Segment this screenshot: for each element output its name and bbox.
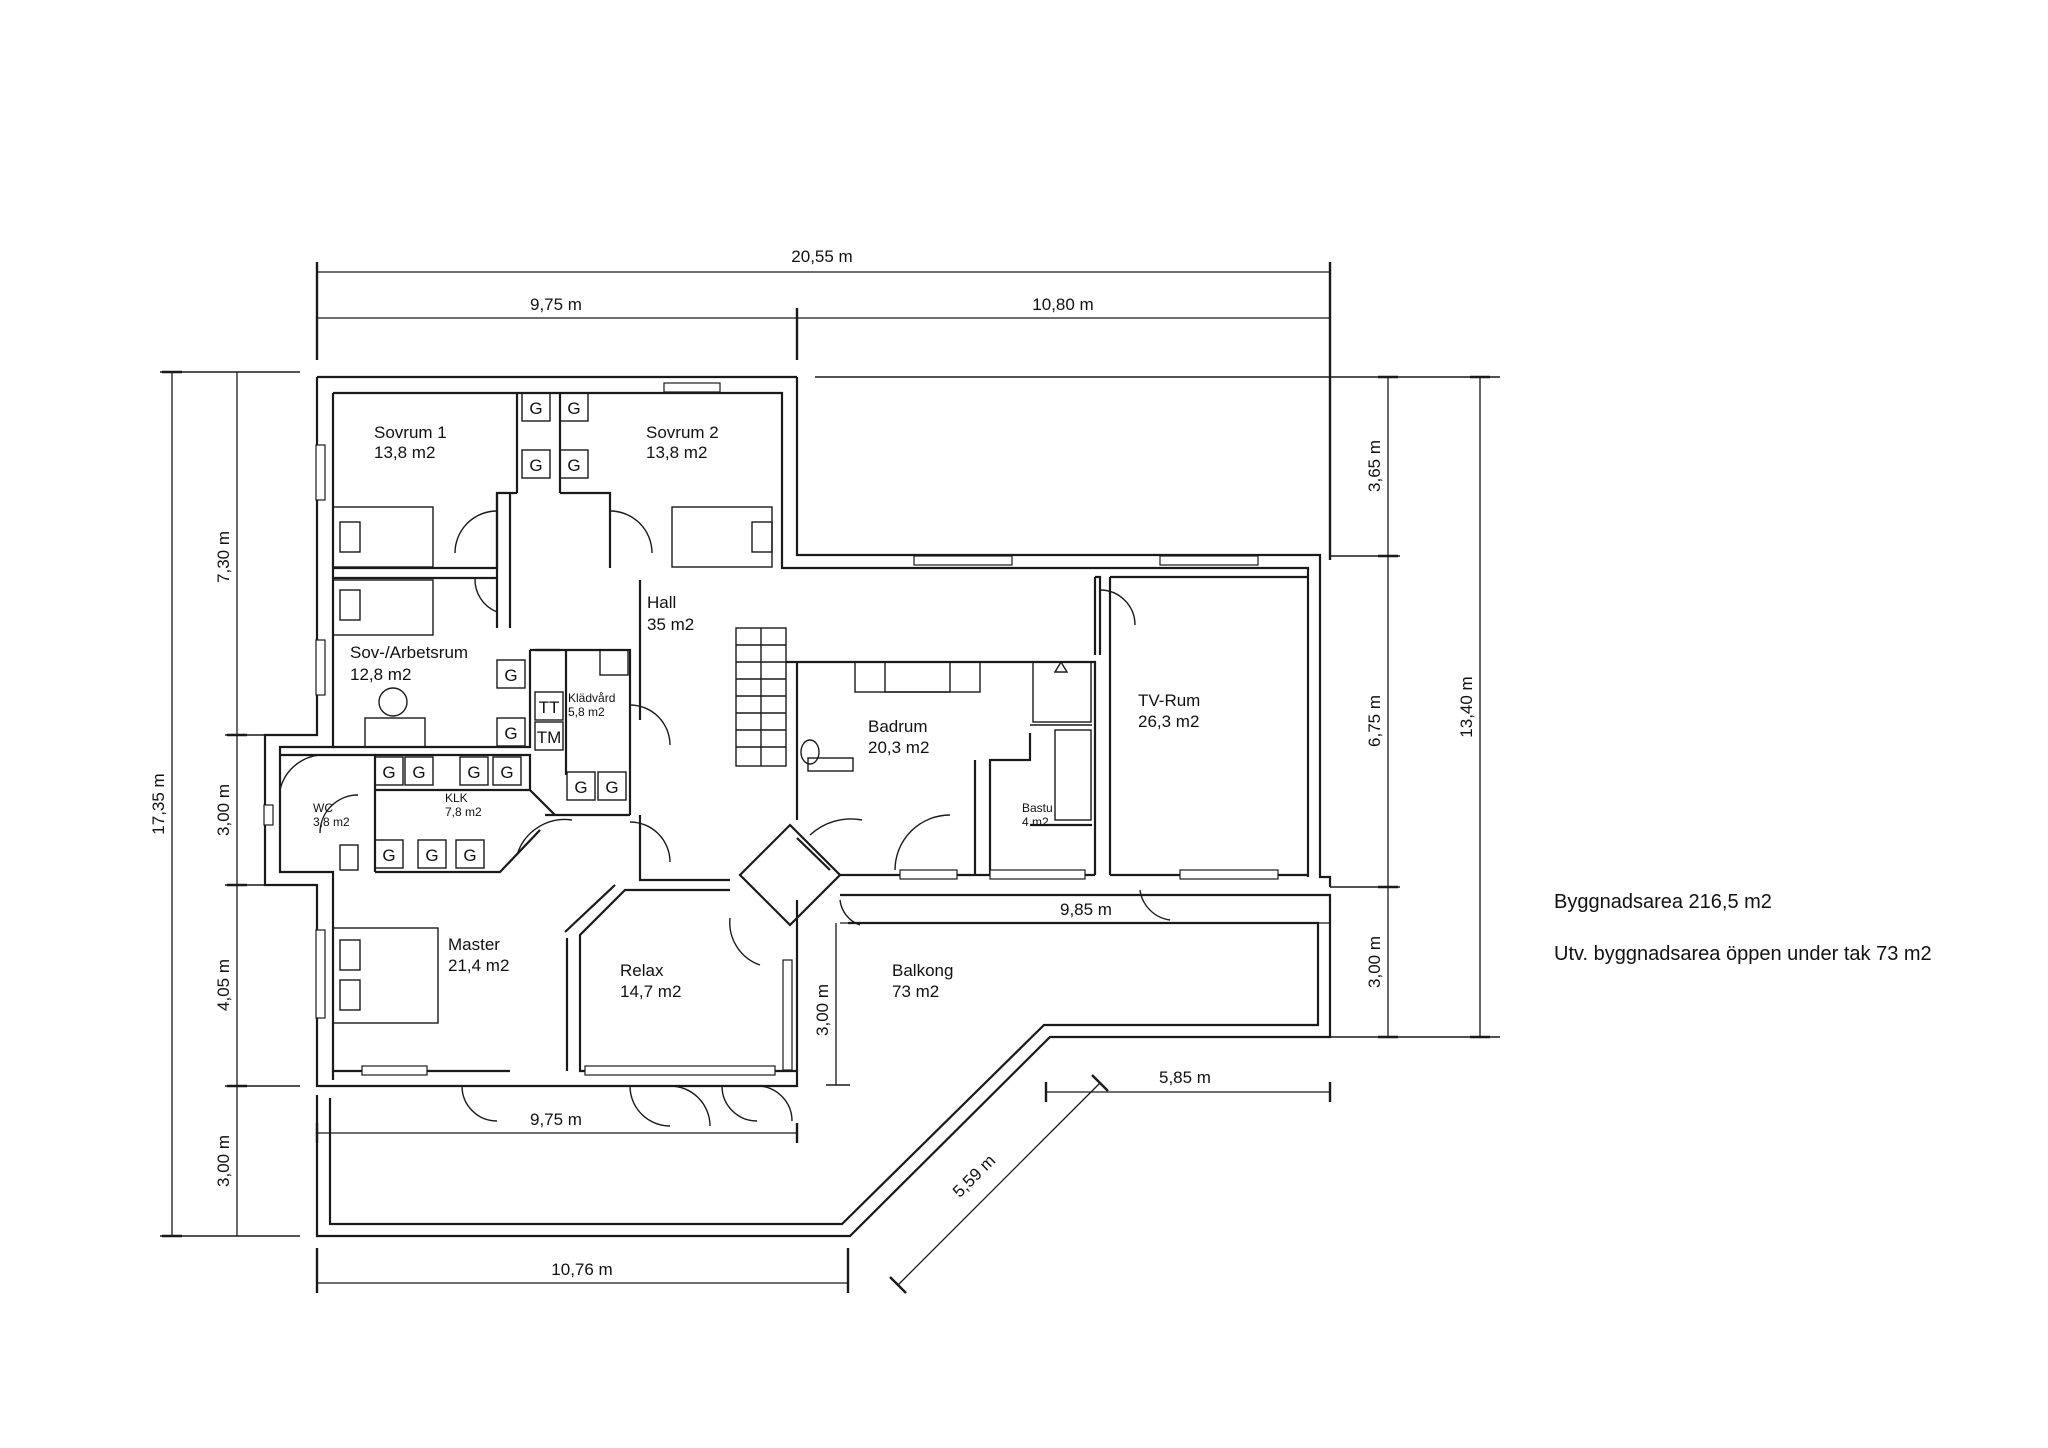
cabinet-g: G: [382, 846, 395, 865]
cabinet-g: G: [574, 778, 587, 797]
room-area-sovrum-2: 13,8 m2: [646, 443, 707, 462]
room-area-master: 21,4 m2: [448, 956, 509, 975]
note-open-area: Utv. byggnadsarea öppen under tak 73 m2: [1554, 943, 1932, 965]
room-area-bastu: 4 m2: [1022, 815, 1049, 829]
area-notes: Byggnadsarea 216,5 m2 Utv. byggnadsarea …: [1554, 891, 1932, 965]
dim-diagonal: 5,59 m: [949, 1151, 999, 1201]
room-name-bastu: Bastu: [1022, 801, 1053, 815]
cabinet-g: G: [567, 399, 580, 418]
dim-right-top: 3,65 m: [1365, 440, 1384, 492]
room-name-wc: WC: [313, 801, 333, 815]
room-name-sovrum-2: Sovrum 2: [646, 423, 719, 442]
room-name-badrum: Badrum: [868, 717, 928, 736]
staircase: [736, 628, 786, 766]
room-area-badrum: 20,3 m2: [868, 738, 929, 757]
furniture: [332, 506, 1092, 1024]
dim-right-tv: 6,75 m: [1365, 695, 1384, 747]
dim-left-top: 7,30 m: [214, 531, 233, 583]
laundry-tt: TT: [539, 698, 560, 717]
dim-right-width: 10,80 m: [1032, 295, 1093, 314]
dim-right-balcony: 3,00 m: [1365, 936, 1384, 988]
walls: [263, 375, 1332, 1238]
dim-right-total: 13,40 m: [1457, 676, 1476, 737]
room-area-wc: 3,8 m2: [313, 815, 350, 829]
room-name-klk: KLK: [445, 791, 468, 805]
laundry-tm: TM: [537, 728, 562, 747]
cabinet-g: G: [425, 846, 438, 865]
dim-total-width: 20,55 m: [791, 247, 852, 266]
dim-left-bottom: 3,00 m: [214, 1135, 233, 1187]
room-name-hall: Hall: [647, 593, 676, 612]
room-name-sov-arbetsrum: Sov-/Arbetsrum: [350, 643, 468, 662]
cabinet-g: G: [463, 846, 476, 865]
room-area-balkong: 73 m2: [892, 982, 939, 1001]
cabinet-g: G: [529, 456, 542, 475]
room-name-kladvard: Klädvård: [568, 691, 615, 705]
cabinet-g: G: [382, 763, 395, 782]
room-name-balkong: Balkong: [892, 961, 953, 980]
dim-left-width: 9,75 m: [530, 295, 582, 314]
room-area-sovrum-1: 13,8 m2: [374, 443, 435, 462]
cabinet-g: G: [504, 666, 517, 685]
room-name-tv-rum: TV-Rum: [1138, 691, 1200, 710]
cabinet-g: G: [500, 763, 513, 782]
cabinet-g: G: [504, 724, 517, 743]
dim-balcony-width: 9,85 m: [1060, 900, 1112, 919]
room-area-sov-arbetsrum: 12,8 m2: [350, 665, 411, 684]
room-area-klk: 7,8 m2: [445, 805, 482, 819]
cabinet-g: G: [529, 399, 542, 418]
room-area-kladvard: 5,8 m2: [568, 705, 605, 719]
room-name-sovrum-1: Sovrum 1: [374, 423, 447, 442]
dim-balcony-depth: 3,00 m: [813, 984, 832, 1036]
dim-left-total: 17,35 m: [149, 773, 168, 834]
doors: [279, 510, 1171, 1127]
dim-left-mid: 3,00 m: [214, 784, 233, 836]
room-name-relax: Relax: [620, 961, 664, 980]
room-area-relax: 14,7 m2: [620, 982, 681, 1001]
dim-left-master: 4,05 m: [214, 959, 233, 1011]
dim-master-width: 9,75 m: [530, 1110, 582, 1129]
room-labels: Sovrum 1 13,8 m2 Sovrum 2 13,8 m2 Hall 3…: [313, 423, 1200, 1001]
cabinet-g: G: [412, 763, 425, 782]
cabinet-g: G: [467, 763, 480, 782]
windows: [263, 382, 1279, 1076]
room-name-master: Master: [448, 935, 500, 954]
dim-balcony-end: 5,85 m: [1159, 1068, 1211, 1087]
room-area-tv-rum: 26,3 m2: [1138, 712, 1199, 731]
cabinet-g: G: [567, 456, 580, 475]
cabinet-fixtures: G G G G G G G G G G G G G G G TT TM: [374, 392, 627, 869]
cabinet-g: G: [605, 778, 618, 797]
dim-bottom-width: 10,76 m: [551, 1260, 612, 1279]
room-area-hall: 35 m2: [647, 615, 694, 634]
dimension-lines: [160, 262, 1500, 1294]
dimension-labels: 20,55 m 9,75 m 10,80 m 17,35 m 7,30 m 3,…: [149, 247, 1476, 1279]
note-building-area: Byggnadsarea 216,5 m2: [1554, 891, 1772, 913]
